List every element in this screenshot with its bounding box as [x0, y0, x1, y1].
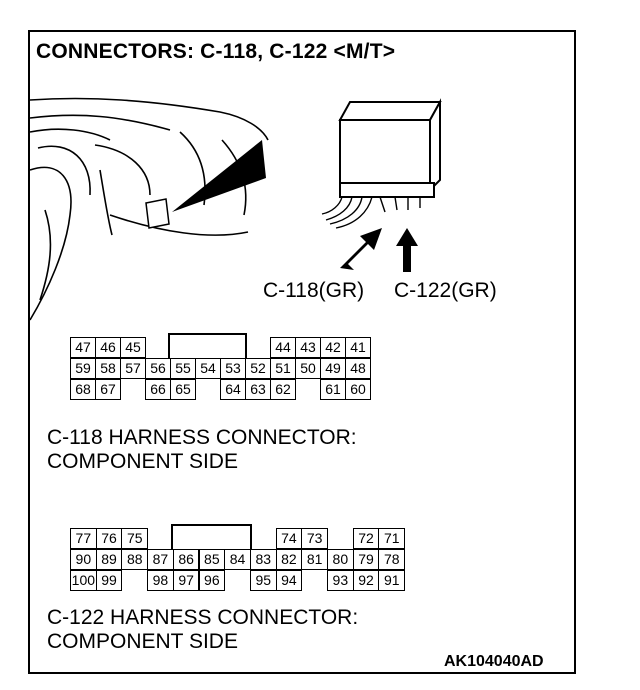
connector-arrows [340, 228, 418, 272]
connector-pin: 90 [70, 549, 97, 570]
connector-pin: 57 [120, 358, 146, 379]
connector-key-notch [168, 333, 247, 359]
connector-c122-sublabel: COMPONENT SIDE [47, 630, 238, 653]
connector-pin: 63 [245, 379, 271, 400]
connector-pin: 94 [275, 570, 303, 591]
connector-pin: 64 [220, 379, 246, 400]
connector-pin: 41 [345, 337, 371, 358]
page-title: CONNECTORS: C-118, C-122 <M/T> [36, 40, 396, 63]
connector-pin: 53 [220, 358, 246, 379]
wiring-harness [321, 196, 421, 229]
connector-pin: 82 [275, 549, 303, 570]
connector-pin: 89 [95, 549, 123, 570]
connector-pin: 68 [70, 379, 96, 400]
connector-pin: 60 [345, 379, 371, 400]
connector-pin: 80 [327, 549, 354, 570]
dashboard-connector-box [145, 198, 170, 229]
connector-pin: 97 [172, 570, 200, 591]
connector-pin: 78 [378, 549, 406, 570]
ecu-module [338, 98, 442, 198]
connector-pin: 88 [121, 549, 149, 570]
connector-pin: 73 [301, 528, 328, 549]
connector-pin: 46 [95, 337, 121, 358]
connector-pin: 86 [172, 549, 200, 570]
connector-pin: 100 [70, 570, 97, 591]
connector-pin: 91 [378, 570, 406, 591]
figure-frame [28, 30, 576, 674]
connector-pin: 93 [327, 570, 354, 591]
connector-pin: 99 [95, 570, 123, 591]
connector-pin: 45 [120, 337, 146, 358]
connector-pin: 50 [295, 358, 321, 379]
connector-c122-label: C-122 HARNESS CONNECTOR: [47, 606, 359, 629]
arrow-label-c118: C-118(GR) [263, 279, 365, 302]
connector-pin: 55 [170, 358, 196, 379]
connector-pin: 79 [352, 549, 380, 570]
connector-key-notch [170, 524, 252, 550]
connector-pin: 43 [295, 337, 321, 358]
connector-pin: 67 [95, 379, 121, 400]
connector-pin: 61 [320, 379, 346, 400]
connector-pin: 51 [270, 358, 296, 379]
location-pointer [172, 140, 266, 212]
connector-pin: 75 [121, 528, 149, 549]
connector-pin: 47 [70, 337, 96, 358]
connector-pin: 66 [145, 379, 171, 400]
connector-c118-label: C-118 HARNESS CONNECTOR: [47, 426, 357, 449]
arrow-label-c122: C-122(GR) [394, 279, 497, 302]
connector-pin: 87 [147, 549, 174, 570]
connector-pin: 81 [301, 549, 328, 570]
connector-pin: 52 [245, 358, 271, 379]
figure-code: AK104040AD [444, 653, 544, 670]
connector-pin: 77 [70, 528, 97, 549]
connector-pin: 72 [352, 528, 380, 549]
connector-pin: 98 [147, 570, 174, 591]
connector-pin: 74 [275, 528, 303, 549]
connector-pin: 71 [378, 528, 406, 549]
connector-pin: 54 [195, 358, 221, 379]
connector-pin: 62 [270, 379, 296, 400]
connector-pin: 84 [224, 549, 251, 570]
arrow-c122 [396, 228, 418, 272]
connector-c118-sublabel: COMPONENT SIDE [47, 450, 238, 473]
connector-pin: 48 [345, 358, 371, 379]
connector-pin: 83 [249, 549, 277, 570]
connector-pin: 42 [320, 337, 346, 358]
connector-pin: 59 [70, 358, 96, 379]
connector-pin: 92 [352, 570, 380, 591]
connector-pin: 44 [270, 337, 296, 358]
arrow-c118 [340, 228, 382, 270]
connector-pin: 49 [320, 358, 346, 379]
connector-pin: 76 [95, 528, 123, 549]
connector-pin: 85 [198, 549, 226, 570]
connector-pin: 65 [170, 379, 196, 400]
connector-pin: 96 [198, 570, 226, 591]
connector-pin: 95 [249, 570, 277, 591]
connector-pin: 58 [95, 358, 121, 379]
connector-pin: 56 [145, 358, 171, 379]
